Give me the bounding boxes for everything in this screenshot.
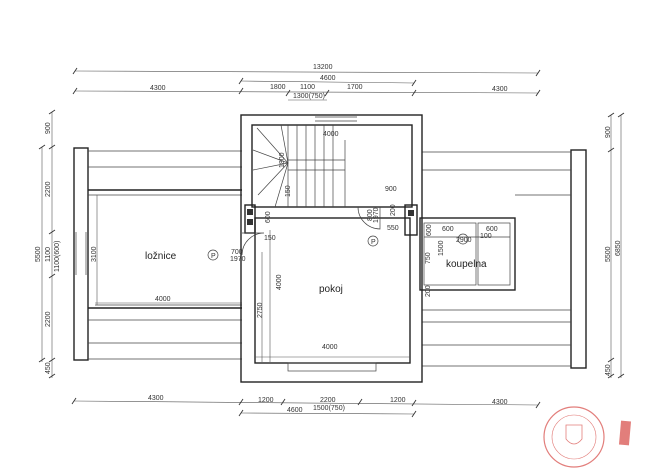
dim-top-window: 1300(750) (293, 93, 325, 100)
dim-top-total: 13200 (313, 64, 333, 71)
dim-bottom-b: 2200 (320, 397, 336, 404)
dim-bath-e: 100 (480, 233, 492, 240)
dim-bath-c: 2900 (456, 237, 472, 244)
dim-top-right: 4300 (492, 86, 508, 93)
dim-room-side: 2750 (257, 302, 264, 318)
dim-stair-step: 150 (285, 185, 292, 197)
door-marker-circle (367, 235, 379, 247)
dim-top-center: 4600 (320, 75, 336, 82)
dim-bedroom-door-h: 1970 (230, 256, 246, 263)
dim-stair-550: 550 (387, 225, 399, 232)
dim-stair-door-w: 800 (367, 209, 374, 221)
dim-top-b: 1100 (300, 84, 315, 91)
room-label-loznice: ložnice (145, 251, 177, 262)
dim-bath-b: 600 (442, 226, 454, 233)
dim-bath-h: 200 (425, 285, 432, 297)
dim-stair-wall2: 150 (264, 235, 276, 242)
dim-bottom-window: 1500(750) (313, 405, 345, 412)
dim-right-mid: 5500 (605, 246, 612, 262)
door-marker-room: P (371, 239, 376, 246)
dim-bottom-c: 1200 (390, 397, 406, 404)
dim-bottom-left: 4300 (148, 395, 164, 402)
left-wing (73, 147, 242, 361)
dim-stair-200: 200 (390, 204, 397, 216)
dim-stair-flight: 1800 (279, 152, 286, 168)
dim-stair-door-h: 1970 (373, 207, 380, 223)
dim-right-total: 6850 (615, 240, 622, 256)
dim-top-c: 1700 (347, 84, 363, 91)
dim-bedroom-depth: 3100 (91, 246, 98, 262)
dim-left-mid: 1100 (45, 247, 52, 262)
dim-bottom-a: 1200 (258, 397, 274, 404)
dim-bath-a: 600 (426, 224, 433, 236)
dim-stair-wall: 600 (265, 211, 272, 223)
dim-left-lower: 2200 (45, 311, 52, 327)
dim-top-left: 4300 (150, 85, 166, 92)
dim-room-depth: 4000 (276, 274, 283, 290)
dim-left-total: 5500 (35, 246, 42, 262)
dim-left-top: 900 (45, 122, 52, 134)
bottom-dimensions: 4300 1200 2200 1200 4300 4600 1500(750) (71, 395, 541, 418)
right-wing (422, 149, 587, 369)
dim-bath-f: 1500 (438, 240, 445, 256)
dim-room-width: 4000 (322, 344, 338, 351)
right-dimensions: 900 5500 6850 450 (605, 112, 625, 379)
bathroom (419, 217, 516, 291)
dim-left-bottom: 450 (45, 362, 52, 374)
dim-right-top: 900 (605, 126, 612, 138)
door-marker-circle (207, 249, 219, 261)
dim-top-a: 1800 (270, 84, 286, 91)
dim-left-upper: 2200 (45, 181, 52, 197)
dim-bedroom-width: 4000 (155, 296, 171, 303)
official-stamp (543, 406, 632, 468)
staircase (252, 124, 346, 208)
dim-right-bottom: 450 (605, 364, 612, 376)
room-label-pokoj: pokoj (319, 284, 343, 295)
dim-stair-landing: 900 (385, 186, 397, 193)
dim-bedroom-door-w: 700 (231, 249, 243, 256)
dim-bath-g: 750 (425, 252, 432, 264)
dim-left-window: 1100(600) (54, 241, 61, 272)
top-dimensions: 13200 4600 4300 1800 1100 1700 4300 1300… (72, 64, 541, 101)
dim-stair-width: 4000 (323, 131, 339, 138)
dim-bottom-center: 4600 (287, 407, 303, 414)
left-dimensions: 900 2200 5500 1100 1100(600) 2200 450 (35, 109, 61, 379)
door-marker-bedroom: P (211, 253, 216, 260)
central-block (240, 114, 423, 383)
dim-bottom-right: 4300 (492, 399, 508, 406)
room-label-koupelna: koupelna (446, 259, 487, 270)
dim-bath-d: 600 (486, 226, 498, 233)
